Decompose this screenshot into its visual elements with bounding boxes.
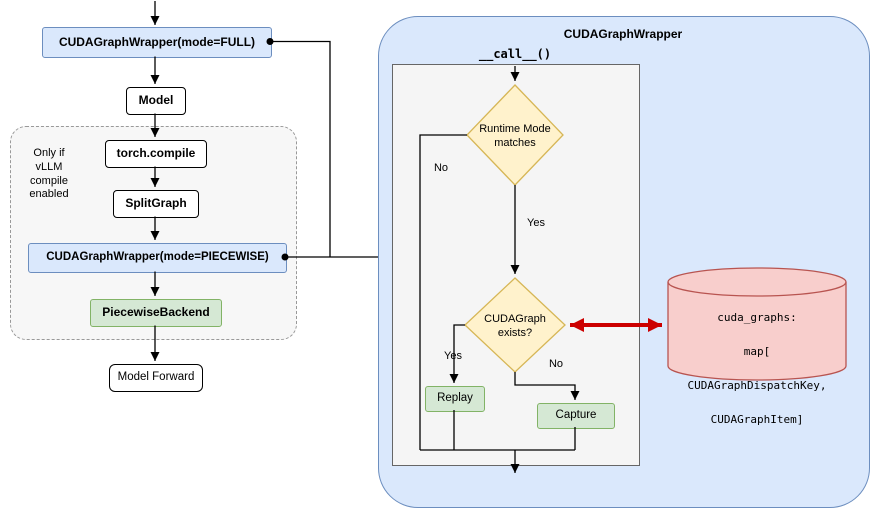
store-line-3: CUDAGraphDispatchKey, bbox=[687, 379, 827, 392]
compile-condition-note: Only if vLLM compile enabled bbox=[29, 147, 69, 201]
cudagraph-exists-diamond-label: CUDAGraph exists? bbox=[484, 313, 546, 339]
runtime-mode-diamond-label: Runtime Mode matches bbox=[479, 123, 551, 149]
panel-title: CUDAGraphWrapper bbox=[563, 27, 683, 41]
node-cudagraphwrapper-piecewise: CUDAGraphWrapper(mode=PIECEWISE) bbox=[28, 243, 287, 273]
label-no-runtime: No bbox=[425, 162, 457, 176]
label-yes-runtime: Yes bbox=[519, 217, 553, 231]
store-line-2: map[ bbox=[743, 345, 771, 358]
node-splitgraph: SplitGraph bbox=[113, 190, 199, 218]
node-capture: Capture bbox=[537, 403, 615, 429]
store-line-1: cuda_graphs: bbox=[717, 311, 797, 324]
cuda-graphs-store-text: cuda_graphs: map[ CUDAGraphDispatchKey, … bbox=[672, 292, 842, 445]
node-cudagraphwrapper-full: CUDAGraphWrapper(mode=FULL) bbox=[42, 27, 272, 58]
label-yes-exists: Yes bbox=[436, 350, 470, 364]
store-line-4: CUDAGraphItem] bbox=[710, 413, 804, 426]
node-model: Model bbox=[126, 87, 186, 115]
cuda-graphs-store-shape bbox=[667, 267, 847, 381]
node-torch-compile: torch.compile bbox=[105, 140, 207, 168]
node-model-forward: Model Forward bbox=[109, 364, 203, 392]
label-no-exists: No bbox=[540, 358, 572, 372]
node-replay: Replay bbox=[425, 386, 485, 412]
node-piecewise-backend: PiecewiseBackend bbox=[90, 299, 222, 327]
cylinder-rim bbox=[667, 281, 847, 297]
cylinder-body bbox=[667, 267, 847, 381]
call-method-label: __call__() bbox=[478, 47, 552, 61]
